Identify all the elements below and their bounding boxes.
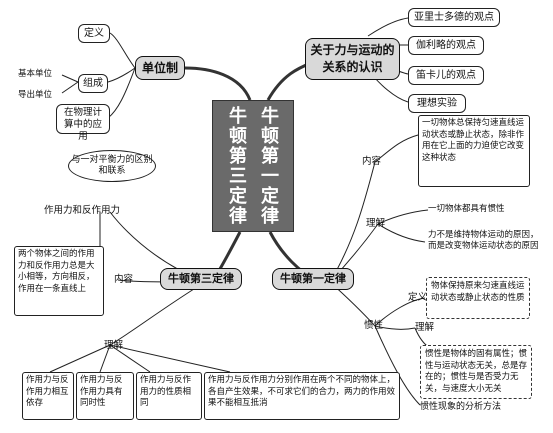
balance-force-cloud: 与一对平衡力的区别和联系 — [68, 150, 156, 182]
force-motion-item: 笛卡儿的观点 — [408, 66, 484, 85]
unit-system-node: 单位制 — [135, 56, 185, 80]
third-law-understanding-label: 理解 — [104, 340, 124, 351]
composition-node: 组成 — [78, 74, 108, 93]
force-motion-item: 伽利略的观点 — [408, 36, 484, 55]
inertia-understanding-text: 惯性是物体的固有属性；惯性与运动状态无关，总是存在的；惯性与是否受力无关，与速度… — [420, 345, 532, 399]
first-law-understanding-label: 理解 — [366, 218, 386, 229]
first-law-understanding-item: 一切物体都具有惯性 — [428, 204, 505, 214]
first-law-content-text: 一切物体总保持匀速直线运动状态或静止状态，除非作用在它上面的力迫使它改变这种状态 — [418, 115, 530, 187]
inertia-definition-text: 物体保持原来匀速直线运动状态或静止状态的性质 — [426, 277, 530, 319]
third-law-content-label: 内容 — [114, 274, 134, 285]
third-law-understanding-item: 作用力与反作用力相互依存 — [22, 372, 74, 420]
inertia-definition-label: 定义 — [408, 292, 428, 303]
third-law-understanding-item: 作用力与反作用力分别作用在两个不同的物体上，各自产生效果，不可求它们的合力，两力… — [204, 372, 400, 420]
inertia-label: 惯性 — [364, 320, 384, 331]
base-unit-label: 基本单位 — [18, 69, 53, 79]
force-motion-item: 亚里士多德的观点 — [408, 8, 500, 27]
third-law-content-text: 两个物体之间的作用力和反作用力总是大小相等，方向相反，作用在一条直线上 — [14, 246, 104, 316]
force-pair-label: 作用力和反作用力 — [44, 205, 121, 216]
first-law-understanding-item: 力不是维持物体运动的原因，而是改变物体运动状态的原因 — [428, 230, 539, 251]
first-law-vertical: 牛顿第一定律 — [261, 106, 279, 227]
inertia-understanding-label: 理解 — [415, 322, 435, 333]
application-node: 在物理计算中的应用 — [56, 104, 110, 142]
force-motion-item: 理想实验 — [408, 94, 466, 113]
definition-node: 定义 — [78, 24, 110, 43]
third-law-understanding-item: 作用力与反作用力具有同时性 — [76, 372, 134, 420]
first-law-content-label: 内容 — [362, 156, 382, 167]
first-law-node: 牛顿第一定律 — [272, 268, 354, 290]
third-law-understanding-item: 作用力与反作用力的性质相同 — [136, 372, 202, 420]
third-law-node: 牛顿第三定律 — [160, 268, 242, 290]
derived-unit-label: 导出单位 — [18, 90, 53, 100]
center-title: 牛顿第一定律 牛顿第三定律 — [212, 100, 294, 232]
force-motion-node: 关于力与运动的关系的认识 — [305, 38, 400, 80]
third-law-vertical: 牛顿第三定律 — [229, 106, 247, 227]
inertia-analysis: 惯性现象的分析方法 — [420, 402, 502, 412]
